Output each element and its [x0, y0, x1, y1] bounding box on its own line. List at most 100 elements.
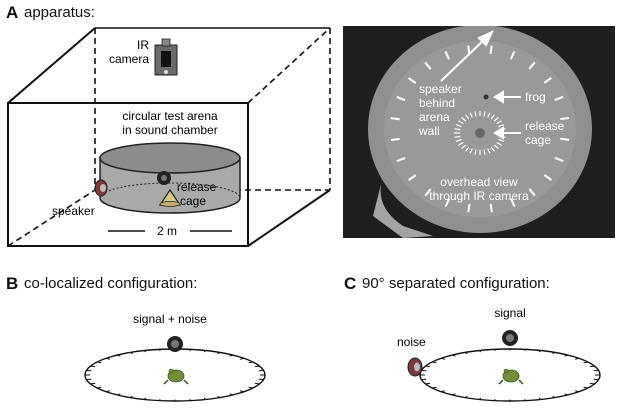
noise-label: noise — [397, 335, 426, 349]
tick-mark — [105, 390, 111, 393]
tick-mark — [524, 349, 527, 352]
tick-mark — [455, 138, 462, 142]
arena-label-line1: circular test arena — [122, 109, 218, 123]
tick-mark — [451, 393, 456, 396]
photo-speaker-label-4: wall — [418, 124, 440, 138]
tick-mark — [489, 45, 493, 55]
tick-mark — [396, 157, 406, 163]
tick-mark — [217, 395, 221, 398]
tick-mark — [455, 124, 462, 128]
tick-mark — [116, 393, 121, 396]
signal-label: signal — [494, 306, 525, 320]
tick-mark — [431, 386, 437, 389]
speaker-icon — [94, 179, 108, 197]
tick-mark — [564, 354, 569, 357]
photo-frog-label: frog — [525, 90, 546, 104]
tick-mark — [554, 95, 564, 101]
separated-diagram: signal noise — [397, 306, 601, 402]
tick-mark — [407, 77, 417, 84]
arena-label-line2: in sound chamber — [122, 123, 217, 137]
tick-mark — [538, 397, 542, 400]
tick-mark — [464, 352, 468, 355]
tick-mark — [158, 398, 161, 401]
tick-mark — [574, 357, 580, 360]
tick-mark — [454, 135, 461, 138]
signal-speaker-icon — [502, 330, 518, 346]
panel-b-letter: B — [6, 274, 19, 293]
tick-mark — [458, 120, 464, 125]
arena-ticks-b — [85, 349, 265, 401]
panel-a-letter: A — [6, 3, 19, 22]
tick-mark — [105, 357, 111, 360]
tick-mark — [483, 111, 486, 117]
speaker-icon-b — [167, 336, 183, 352]
photo-view-label-2: through IR camera — [429, 189, 529, 203]
tick-mark — [440, 357, 446, 360]
tick-mark — [158, 349, 161, 352]
tick-mark — [543, 76, 552, 84]
tick-mark — [469, 148, 473, 154]
sound-chamber-box — [7, 27, 331, 247]
tick-mark — [189, 349, 192, 352]
camera-label-line1: IR — [137, 38, 149, 52]
tick-mark — [478, 350, 482, 353]
tick-mark — [390, 117, 400, 121]
tick-mark — [96, 361, 102, 364]
tick-mark — [396, 95, 406, 102]
tick-mark — [467, 45, 471, 55]
panel-a-title: apparatus: — [24, 4, 95, 21]
tick-mark — [461, 116, 467, 122]
photo-view-label-1: overhead view — [440, 175, 518, 189]
tick-mark — [528, 188, 536, 197]
tick-mark — [560, 116, 570, 121]
tick-mark — [574, 390, 580, 393]
tick-mark — [524, 398, 527, 401]
signal-noise-label: signal + noise — [133, 312, 207, 326]
tick-mark — [444, 198, 450, 208]
tick-mark — [390, 137, 400, 142]
tick-mark — [440, 390, 446, 393]
tick-mark — [189, 398, 192, 401]
tick-mark — [444, 51, 450, 60]
tick-mark — [248, 361, 254, 364]
overhead-photo: speaker behind arena wall frog release c… — [343, 26, 615, 238]
tick-mark — [229, 354, 234, 357]
tick-mark — [493, 398, 496, 401]
tick-mark — [493, 144, 499, 150]
tick-mark — [143, 397, 147, 400]
arena-speaker-icon — [157, 171, 171, 185]
tick-mark — [203, 397, 207, 400]
tick-mark — [239, 357, 245, 360]
tick-mark — [496, 141, 502, 146]
tick-mark — [129, 395, 133, 398]
tick-mark — [424, 61, 432, 70]
speaker-label: speaker — [52, 204, 95, 218]
arena-ticks-c — [420, 349, 600, 401]
panel-c-title: 90° separated configuration: — [362, 275, 550, 292]
tick-mark — [474, 111, 477, 117]
tick-mark — [510, 50, 516, 60]
tick-mark — [408, 174, 417, 182]
camera-label-line2: camera — [109, 52, 149, 66]
noise-speaker-icon — [407, 357, 423, 377]
tick-mark — [465, 146, 470, 152]
tick-mark — [552, 352, 556, 355]
photo-speaker-label-2: behind — [419, 96, 455, 110]
panel-b-title: co-localized configuration: — [24, 275, 198, 292]
tick-mark — [129, 352, 133, 355]
tick-mark — [143, 350, 147, 353]
tick-mark — [564, 393, 569, 396]
tick-mark — [493, 116, 499, 122]
tick-mark — [583, 386, 589, 389]
tick-mark — [498, 138, 505, 142]
ir-camera-icon — [154, 38, 178, 76]
release-cage-ticks — [454, 111, 506, 155]
tick-mark — [489, 203, 493, 213]
tick-mark — [490, 146, 495, 152]
tick-mark — [465, 114, 470, 120]
tick-mark — [493, 349, 496, 352]
tick-mark — [229, 393, 234, 396]
tick-mark — [498, 124, 505, 128]
tick-mark — [554, 156, 564, 163]
